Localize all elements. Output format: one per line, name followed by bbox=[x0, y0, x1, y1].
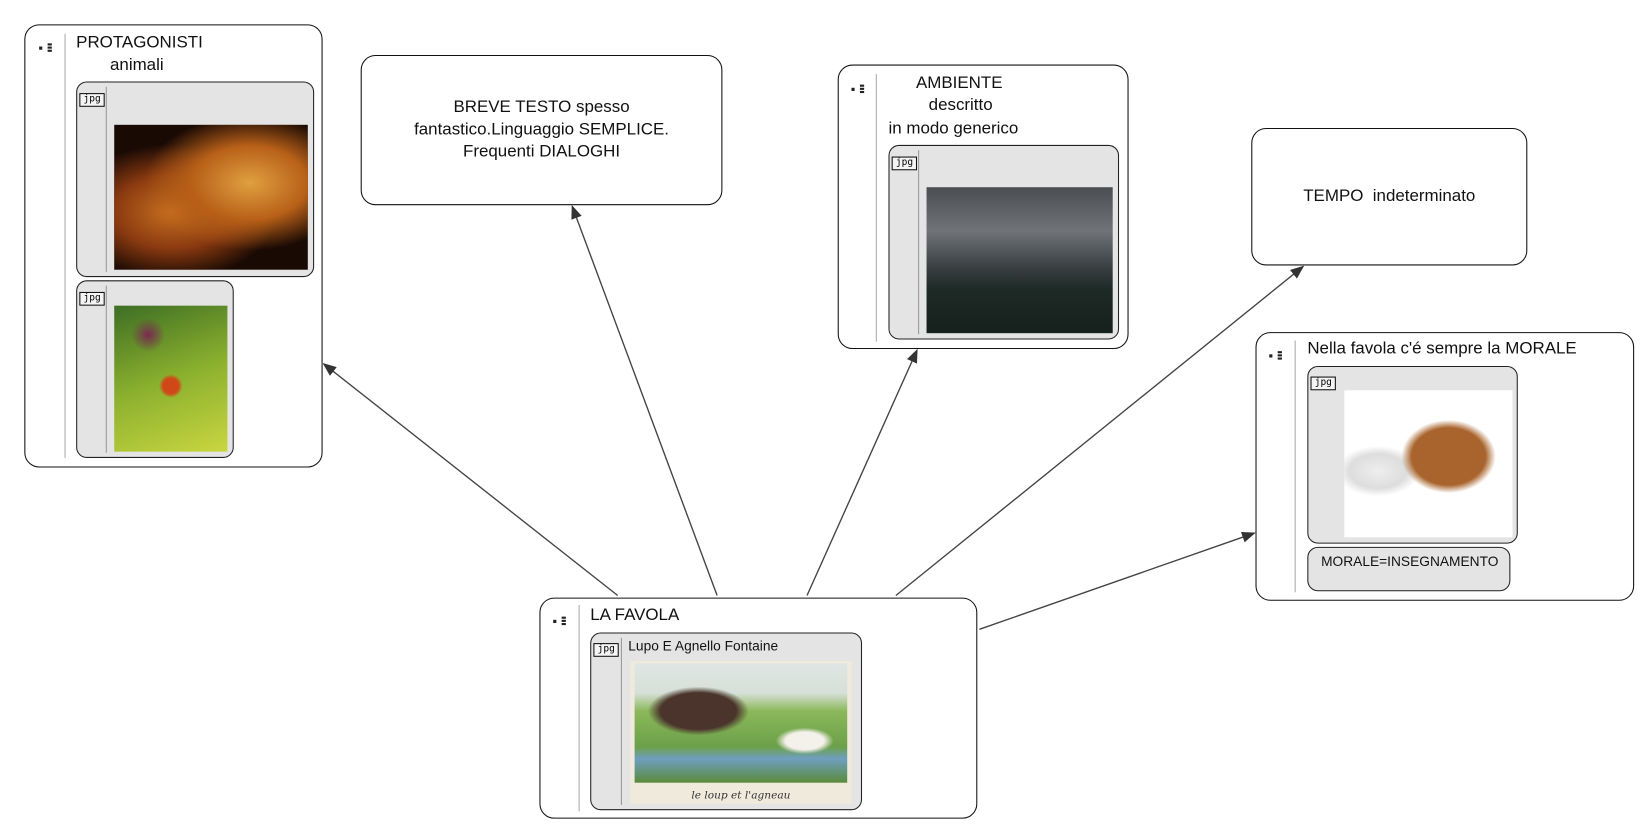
node-text: descritto bbox=[928, 96, 993, 115]
note-text: MORALE=INSEGNAMENTO bbox=[1321, 553, 1499, 570]
node-text: BREVE TESTO spesso bbox=[453, 98, 630, 117]
link-breve bbox=[571, 204, 718, 596]
node-breve-testo[interactable] bbox=[360, 55, 723, 206]
tree-icon[interactable] bbox=[553, 616, 566, 627]
link-protagonisti bbox=[322, 362, 619, 597]
image-caption-text: le loup et l'agneau bbox=[691, 790, 791, 802]
fox-image bbox=[114, 305, 228, 452]
landscape-image bbox=[926, 187, 1113, 334]
node-text: Frequenti DIALOGHI bbox=[463, 142, 621, 161]
node-title: LA FAVOLA bbox=[590, 606, 680, 625]
note-morale[interactable] bbox=[1307, 546, 1511, 592]
lions-image bbox=[114, 124, 308, 270]
jpg-badge: jpg bbox=[79, 291, 105, 306]
jpg-badge: jpg bbox=[891, 156, 918, 171]
wolf-lamb-image: le loup et l'agneau bbox=[630, 661, 852, 804]
link-morale bbox=[979, 531, 1256, 630]
node-title: PROTAGONISTI bbox=[76, 33, 203, 52]
node-subtitle: animali bbox=[110, 56, 164, 75]
tree-icon[interactable] bbox=[1269, 350, 1282, 361]
node-title: Nella favola c'é sempre la MORALE bbox=[1307, 339, 1577, 358]
jpg-badge: jpg bbox=[593, 643, 620, 657]
jpg-badge: jpg bbox=[79, 93, 105, 107]
node-text: fantastico.Linguaggio SEMPLICE. bbox=[414, 120, 670, 139]
node-text: TEMPO indeterminato bbox=[1303, 187, 1476, 206]
tree-icon[interactable] bbox=[39, 42, 52, 53]
node-title: AMBIENTE bbox=[915, 74, 1003, 93]
link-ambiente bbox=[806, 348, 918, 596]
node-text: in modo generico bbox=[888, 119, 1019, 138]
tree-icon[interactable] bbox=[851, 84, 865, 95]
attachment-caption: Lupo E Agnello Fontaine bbox=[628, 637, 779, 654]
owl-image bbox=[1344, 390, 1513, 538]
node-tempo[interactable] bbox=[1251, 127, 1528, 266]
link-tempo bbox=[895, 265, 1305, 597]
jpg-badge: jpg bbox=[1310, 376, 1337, 391]
